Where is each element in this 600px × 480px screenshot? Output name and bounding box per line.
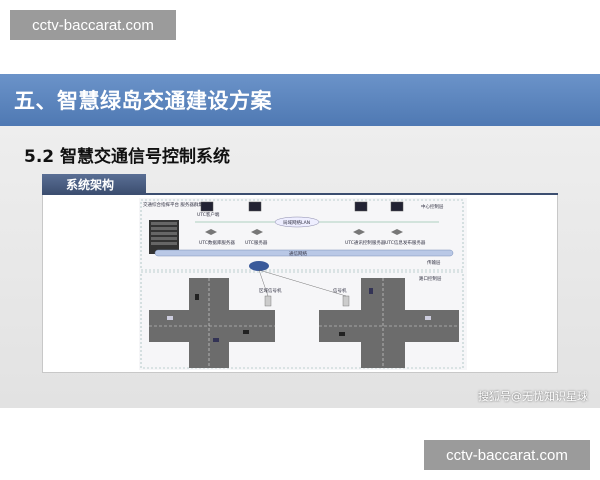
source-credit: 搜狐号@无忧知识星球: [478, 390, 588, 403]
server-label-2: UTC通讯控制服务器: [345, 239, 386, 246]
utc-client-label: UTC客户端: [197, 211, 220, 218]
server-label-1: UTC服务器: [245, 239, 268, 246]
slide: 五、智慧绿岛交通建设方案 5.2 智慧交通信号控制系统 系统架构 交通综合指挥平…: [0, 74, 600, 408]
signal-cabinet-icon: [264, 295, 272, 307]
computer-icon: [200, 201, 404, 212]
section-tab: 系统架构: [42, 174, 146, 194]
comm-net-label: 通信网络: [289, 250, 307, 257]
server-rack-icon: [149, 220, 179, 254]
slide-title: 五、智慧绿岛交通建设方案: [0, 74, 600, 126]
watermark-bottom: cctv-baccarat.com: [424, 440, 590, 470]
architecture-diagram: 交通综合指挥平台 服务器群集 中心控制层: [139, 198, 467, 370]
slide-subtitle: 5.2 智慧交通信号控制系统: [24, 147, 231, 167]
lan-label: 局域网络LAN: [283, 219, 310, 226]
center-region: [140, 199, 464, 271]
watermark-top: cctv-baccarat.com: [10, 10, 176, 40]
intersection-region: [140, 271, 464, 369]
transport-layer-label: 传输层: [427, 259, 441, 266]
section-divider: [42, 193, 558, 195]
comm-network-bar: [154, 249, 454, 257]
center-layer-label: 中心控制层: [421, 203, 444, 210]
diagram-frame: 交通综合指挥平台 服务器群集 中心控制层: [42, 195, 558, 373]
signal-cabinet-left-label: 区域信号机: [259, 287, 282, 294]
server-label-0: UTC数据库服务器: [199, 239, 235, 246]
center-platform-label: 交通综合指挥平台 服务器群集: [143, 201, 203, 208]
server-label-3: UTC信息发布服务器: [385, 239, 426, 246]
cloud-icon: [249, 261, 269, 271]
signal-cabinet-icon: [342, 295, 350, 307]
left-intersection: [149, 278, 275, 368]
signal-cabinet-right-label: 信号机: [333, 287, 347, 294]
right-intersection: [319, 278, 459, 368]
intersection-layer-label: 路口控制层: [419, 275, 442, 282]
server-icon: [205, 229, 403, 235]
